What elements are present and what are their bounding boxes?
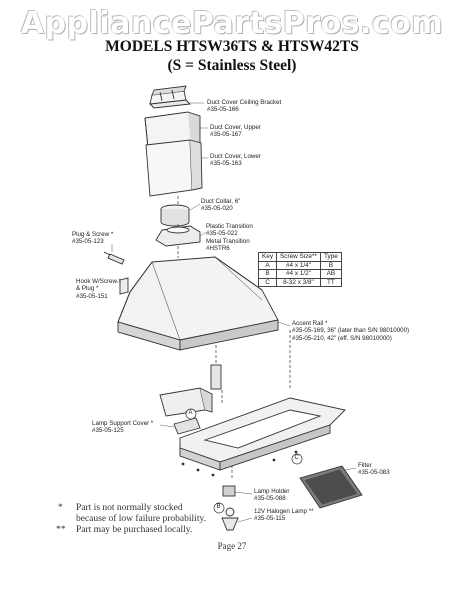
note-1-mark: * xyxy=(58,503,63,513)
key-cell: #4 x 1/4" xyxy=(276,260,321,270)
lamp-support-bracket xyxy=(159,387,213,417)
watermark: AppliancePartsPros.com xyxy=(20,6,444,41)
note-2-line-1: Part may be purchased locally. xyxy=(76,525,193,535)
key-cell: AB xyxy=(319,269,342,279)
key-cell: 8-32 x 3/8" xyxy=(276,277,321,287)
key-cell: #4 x 1/2" xyxy=(276,269,321,279)
hood-body xyxy=(117,256,279,351)
screws xyxy=(181,410,298,477)
callout-a xyxy=(185,408,197,420)
key-cell: B xyxy=(257,269,278,279)
screw-key-table: Key Screw Size** Type A #4 x 1/4" B B #4… xyxy=(257,252,342,287)
note-2-mark: ** xyxy=(56,525,66,535)
key-cell: C xyxy=(257,277,278,287)
callout-c xyxy=(291,453,303,465)
lamp-support-cover xyxy=(173,417,201,435)
duct-cover-lower xyxy=(145,139,203,197)
label-lamp-support-cover: Lamp Support Cover *#35-05-125 xyxy=(92,420,154,435)
label-duct-cover-lower: Duct Cover, Lower#35-05-163 xyxy=(210,153,261,168)
plug-and-screw xyxy=(103,251,125,265)
hood-lower-assembly xyxy=(179,397,346,471)
halogen-lamp xyxy=(221,507,239,531)
filter xyxy=(299,465,363,509)
duct-collar xyxy=(160,204,190,227)
callout-b-label: B xyxy=(216,504,221,510)
key-cell: TT xyxy=(319,277,342,287)
label-filter: Filter#35-05-083 xyxy=(358,462,390,477)
key-cell: A xyxy=(257,260,278,270)
label-accent-rail: Accent Rail *#35-05-169, 36" (later than… xyxy=(292,320,410,342)
label-duct-cover-upper: Duct Cover, Upper#35-05-167 xyxy=(210,124,261,139)
label-ceiling-bracket: Duct Cover Ceiling Bracket#35-05-166 xyxy=(207,99,282,114)
transition xyxy=(155,225,201,247)
callout-a-label: A xyxy=(188,410,193,416)
key-cell: B xyxy=(319,260,342,270)
small-mount xyxy=(210,364,222,390)
page-subtitle: (S = Stainless Steel) xyxy=(167,57,297,74)
label-plug-screw: Plug & Screw *#35-05-123 xyxy=(72,231,114,246)
label-halogen-lamp: 12V Halogen Lamp **#35-05-115 xyxy=(254,508,314,523)
callout-b xyxy=(213,502,225,514)
duct-cover-ceiling-bracket xyxy=(149,85,191,109)
page-title: MODELS HTSW36TS & HTSW42TS xyxy=(105,38,359,55)
label-duct-collar: Duct Collar, 6"#35-05-020 xyxy=(201,198,241,213)
lamp-holder xyxy=(222,485,236,497)
label-lamp-holder: Lamp Holder#35-05-088 xyxy=(254,488,290,503)
label-hook: Hook W/Screw *& Plug *#35-05-151 xyxy=(76,278,122,300)
note-1-line-2: because of low failure probability. xyxy=(76,514,206,524)
key-header: Screw Size** xyxy=(276,252,321,262)
label-transition: Plastic Transition#35-05-022 Metal Trans… xyxy=(206,223,253,253)
page-number: Page 27 xyxy=(217,541,247,551)
key-header: Type xyxy=(319,252,342,262)
note-1-line-1: Part is not normally stocked xyxy=(76,503,183,513)
callout-c-label: C xyxy=(294,455,299,461)
hook-with-screw xyxy=(119,277,129,295)
key-header: Key xyxy=(257,252,278,262)
